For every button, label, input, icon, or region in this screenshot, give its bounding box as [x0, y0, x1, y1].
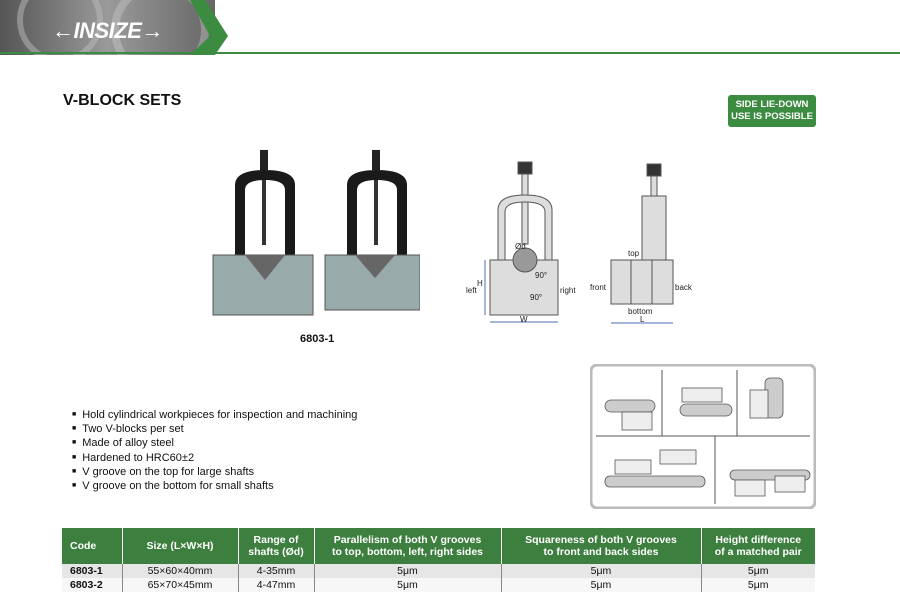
h-label: H — [477, 279, 483, 288]
angle-top-label: 90° — [535, 271, 547, 280]
front-label: front — [590, 283, 607, 292]
insize-logo: ←INSIZE→ — [52, 18, 163, 43]
v-block-right — [324, 150, 420, 311]
dimension-diagram: Ød 90° 90° H W L left right top bottom f… — [466, 161, 693, 324]
l-label: L — [640, 315, 645, 324]
page-title: V-BLOCK SETS — [63, 92, 182, 109]
header-code: Code — [62, 528, 122, 564]
feature-list: Hold cylindrical workpieces for inspecti… — [72, 408, 357, 493]
feature-item: Made of alloy steel — [72, 436, 357, 450]
cell-height-diff: 5μm — [700, 564, 815, 578]
cell-height-diff: 5μm — [700, 578, 815, 592]
header-banner — [0, 0, 900, 55]
feature-item: V groove on the bottom for small shafts — [72, 479, 357, 493]
header-size: Size (L×W×H) — [121, 528, 238, 564]
top-label: top — [628, 249, 640, 258]
bottom-label: bottom — [628, 307, 653, 316]
cell-code: 6803-1 — [62, 564, 122, 578]
cell-size: 55×60×40mm — [121, 564, 238, 578]
feature-item: Two V-blocks per set — [72, 422, 357, 436]
dim-d-label: Ød — [515, 242, 526, 251]
cell-parallelism: 5μm — [313, 564, 501, 578]
product-photo — [212, 150, 420, 316]
cell-parallelism: 5μm — [313, 578, 501, 592]
w-label: W — [520, 315, 528, 324]
model-label: 6803-1 — [300, 333, 335, 345]
usage-examples — [590, 364, 816, 509]
right-label: right — [560, 286, 576, 295]
cell-size: 65×70×45mm — [121, 578, 238, 592]
feature-item: V groove on the top for large shafts — [72, 465, 357, 479]
left-label: left — [466, 286, 477, 295]
feature-item: Hold cylindrical workpieces for inspecti… — [72, 408, 357, 422]
v-block-left — [212, 150, 314, 316]
cell-squareness: 5μm — [500, 578, 701, 592]
cell-code: 6803-2 — [62, 578, 122, 592]
cell-range: 4-47mm — [237, 578, 314, 592]
cell-squareness: 5μm — [500, 564, 701, 578]
cell-range: 4-35mm — [237, 564, 314, 578]
angle-bottom-label: 90° — [530, 293, 542, 302]
feature-item: Hardened to HRC60±2 — [72, 451, 357, 465]
back-label: back — [675, 283, 693, 292]
